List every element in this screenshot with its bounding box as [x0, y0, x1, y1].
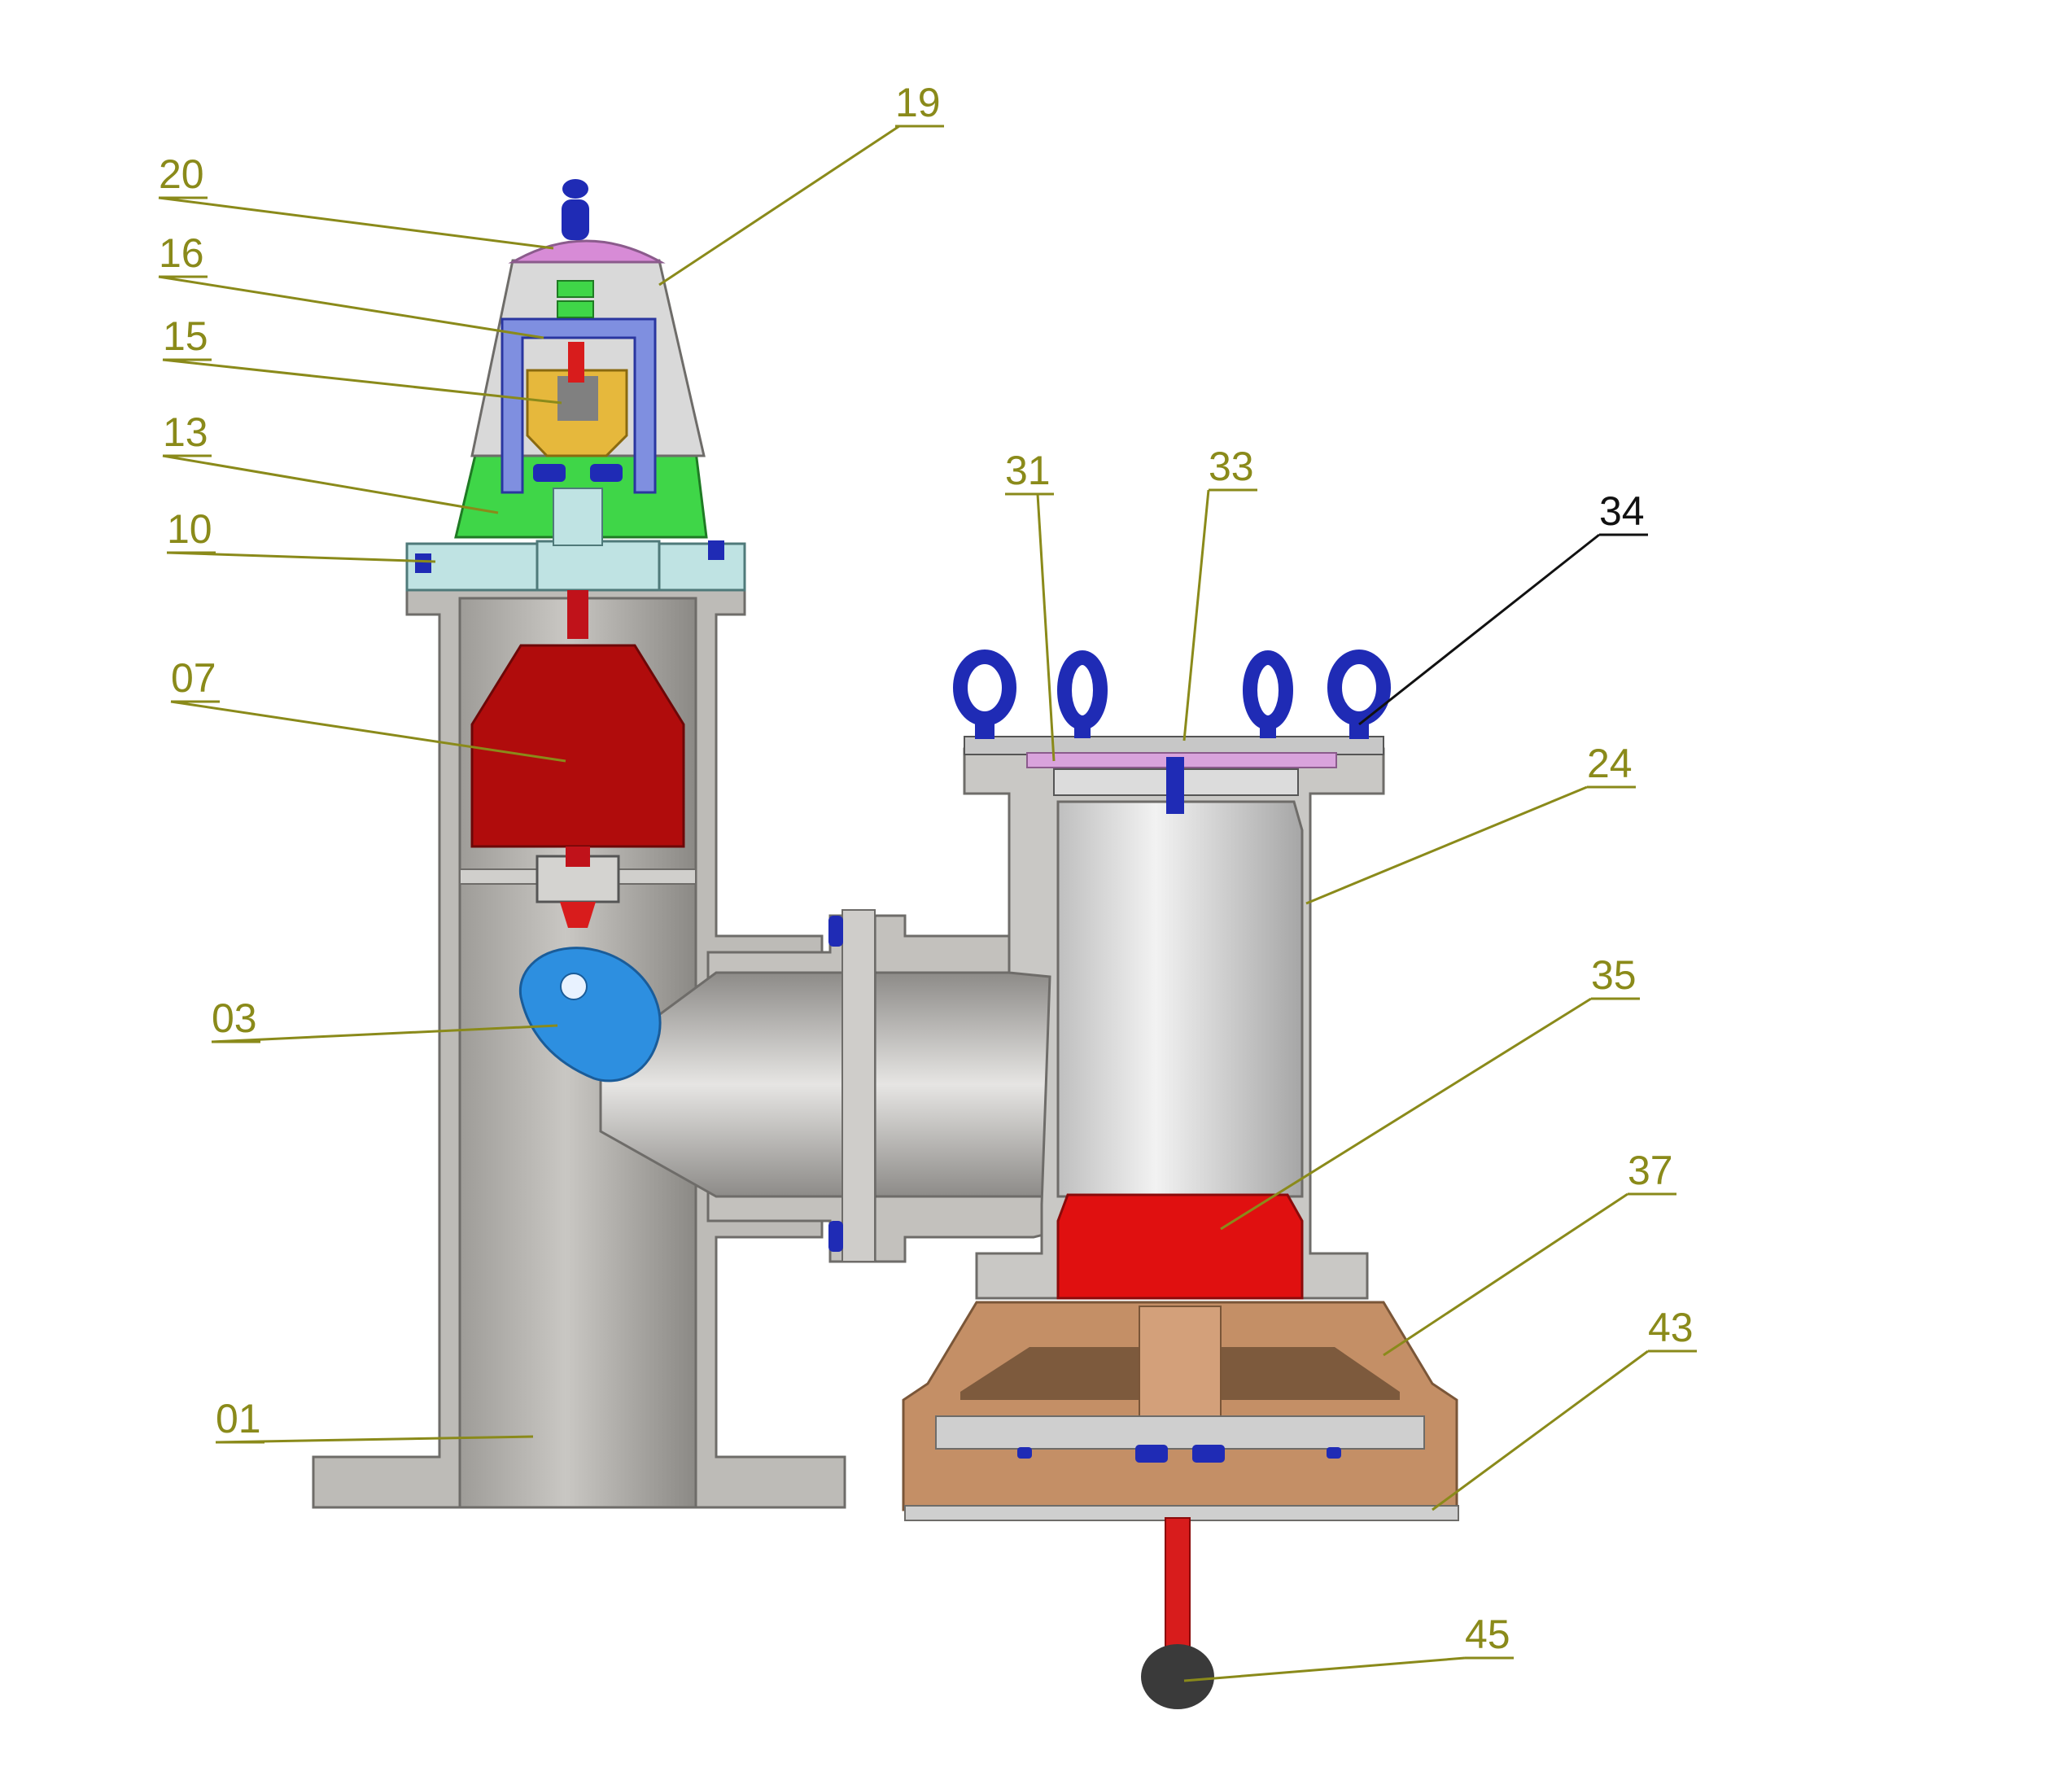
- bolt-top: [828, 916, 843, 947]
- bracket-16: [501, 317, 657, 494]
- callout-label-19: 19: [895, 80, 941, 125]
- leader-line-37: [1383, 1192, 1628, 1357]
- cam-03-pivot: [560, 973, 588, 1000]
- callout-label-35: 35: [1591, 952, 1637, 998]
- eye-bolt-2: [1057, 650, 1108, 730]
- leader-line-03: [211, 1024, 558, 1043]
- connector-flange-left: [841, 909, 876, 1262]
- callout-label-07: 07: [171, 655, 216, 701]
- leader-line-33: [1182, 489, 1210, 741]
- housing-nut-right: [1192, 1445, 1225, 1463]
- top-20: [508, 239, 666, 264]
- spindle-tee: [553, 488, 603, 546]
- callout-label-01: 01: [216, 1396, 261, 1441]
- holder-15-core: [557, 376, 598, 421]
- flange-10-center: [535, 540, 661, 592]
- housing-band: [935, 1415, 1425, 1450]
- lower-housing: [902, 1301, 1459, 1521]
- callout-label-03: 03: [212, 995, 257, 1041]
- top-knob: [562, 199, 589, 240]
- cam-03: [518, 947, 662, 1083]
- lever-stem: [1165, 1517, 1191, 1649]
- leader-line-31: [1036, 493, 1056, 762]
- lifting-eyes-34: [953, 650, 1391, 730]
- body-24-bore: [1056, 800, 1304, 1198]
- callout-label-31: 31: [1005, 448, 1051, 493]
- leader-line-34: [1358, 533, 1600, 726]
- callout-label-24: 24: [1587, 741, 1633, 786]
- leader-lines: [158, 125, 1697, 1682]
- leader-line-16: [158, 275, 544, 339]
- stem: [567, 590, 588, 639]
- cover-plate-33: [964, 736, 1384, 755]
- callout-label-34: 34: [1599, 488, 1645, 534]
- callout-label-16: 16: [159, 230, 204, 276]
- right-valve-body: [953, 650, 1391, 1300]
- adjust-nut-lower: [557, 300, 594, 318]
- eye-bolt-3: [1243, 650, 1293, 730]
- disc-07: [470, 644, 685, 848]
- disc-07-tip: [560, 902, 596, 928]
- disc-07-stem: [566, 846, 590, 867]
- spindle-nut-right: [590, 464, 623, 482]
- spindle: [568, 342, 584, 383]
- bolt-bottom: [828, 1221, 843, 1252]
- callout-label-15: 15: [163, 313, 208, 359]
- housing-inner-right: [1221, 1347, 1400, 1400]
- leader-line-45: [1183, 1656, 1466, 1682]
- leader-line-43: [1432, 1349, 1649, 1511]
- leader-line-19: [658, 125, 900, 287]
- housing-nut-small-right: [1327, 1447, 1341, 1459]
- callout-label-33: 33: [1209, 444, 1254, 489]
- housing-nut-small-left: [1017, 1447, 1032, 1459]
- connecting-pipe: [599, 909, 1157, 1263]
- callout-label-13: 13: [163, 409, 208, 455]
- leader-line-10: [166, 551, 436, 563]
- callout-labels: 19 20 16 15 13 10 07 03 01 31 33 34 24 35 37 43 45: [159, 80, 1694, 1657]
- center-bolt: [1166, 757, 1184, 814]
- eye-bolt-1: [953, 650, 1016, 726]
- leader-line-20: [158, 196, 554, 250]
- ball-45: [1141, 1644, 1214, 1709]
- leader-line-01: [215, 1435, 534, 1444]
- top-knob-cap: [562, 179, 588, 199]
- callout-label-10: 10: [167, 506, 212, 552]
- callout-label-45: 45: [1465, 1612, 1510, 1657]
- eye-bolt-shanks: [975, 716, 1369, 739]
- callout-label-20: 20: [159, 151, 204, 197]
- housing-nut-left: [1135, 1445, 1168, 1463]
- leader-line-15: [162, 358, 562, 405]
- housing-inner-left: [960, 1347, 1139, 1400]
- bonnet-assembly: [405, 179, 746, 639]
- callout-label-37: 37: [1628, 1148, 1673, 1193]
- disc-35: [1056, 1193, 1304, 1300]
- callout-label-43: 43: [1648, 1305, 1694, 1350]
- leader-line-35: [1220, 997, 1592, 1231]
- spindle-nut-left: [533, 464, 566, 482]
- leader-line-24: [1305, 785, 1588, 905]
- adjust-nut-upper: [557, 280, 594, 298]
- flange-10-bolt-left: [415, 553, 431, 573]
- flange-10-bolt-right: [708, 540, 724, 560]
- leader-line-13: [162, 454, 499, 514]
- leader-line-07: [170, 700, 566, 763]
